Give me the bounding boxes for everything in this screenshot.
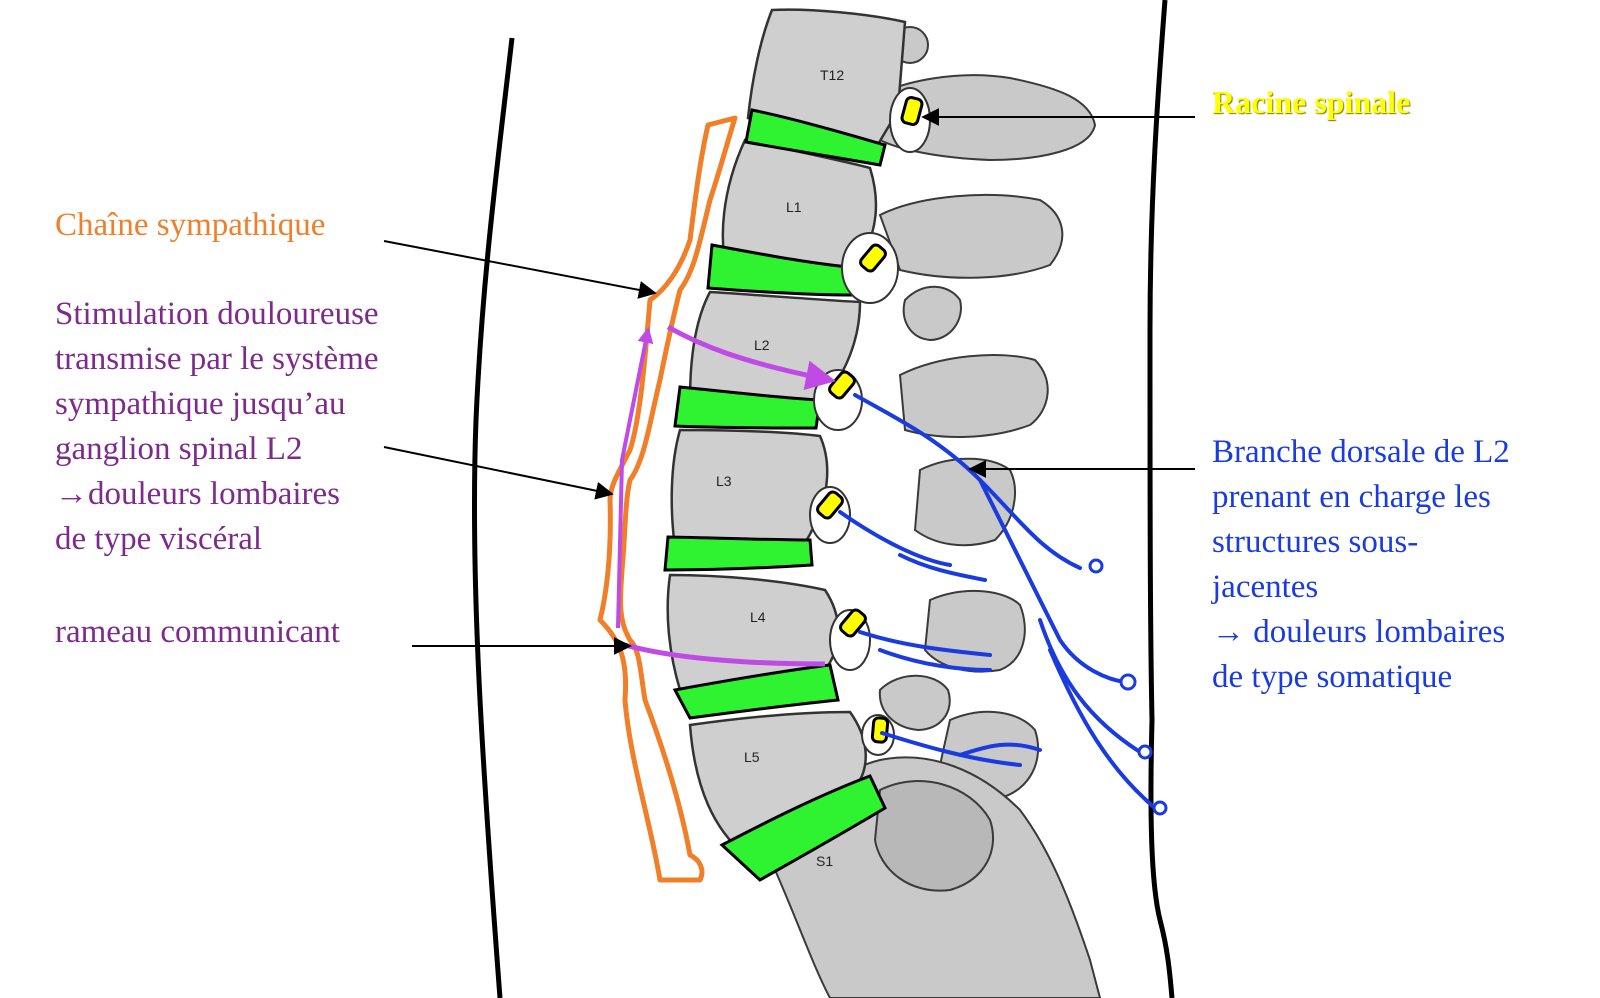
disc-l3-l4	[663, 535, 814, 572]
leader-sympathetic	[383, 240, 657, 299]
label-visceral-pain: Stimulation douloureuse transmise par le…	[55, 296, 379, 557]
dorsal-branches	[838, 393, 1157, 810]
disc-l4-l5	[672, 663, 840, 720]
vertebra-labels: T12 L1 L2 L3 L4 L5 S1	[716, 67, 844, 869]
vertebra-label-l4: L4	[750, 609, 766, 625]
root-l3	[816, 490, 844, 520]
disc-l5-s1	[719, 774, 887, 882]
spinal-roots	[816, 95, 924, 744]
leader-lines	[383, 108, 1195, 655]
label-communicating-ramus: rameau communicant	[55, 614, 340, 650]
disc-l2-l3	[673, 385, 822, 430]
communicating-rami	[616, 324, 836, 667]
sympathetic-chain	[597, 115, 738, 883]
root-l1	[859, 243, 887, 273]
body-outline-front	[471, 37, 515, 998]
vertebra-label-s1: S1	[816, 853, 833, 869]
label-dorsal-branch: Branche dorsale de L2 prenant en charge …	[1212, 434, 1510, 695]
vertebra-label-l1: L1	[786, 199, 802, 215]
leader-visceral	[383, 446, 614, 500]
root-l5	[870, 716, 890, 744]
label-sympathetic-chain: Chaîne sympathique	[55, 207, 326, 243]
body-outline-back	[1147, 0, 1175, 998]
chain-ascending	[616, 326, 654, 629]
ramus-l2	[666, 324, 836, 390]
vertebra-body-l3	[670, 428, 829, 550]
intervertebral-discs	[663, 108, 887, 882]
vertebra-label-l3: L3	[716, 473, 732, 489]
vertebra-label-t12: T12	[820, 67, 844, 83]
disc-t12-l1	[744, 108, 887, 167]
nerve-endings	[1088, 558, 1168, 816]
ramus-l4	[624, 642, 826, 667]
vertebra-label-l5: L5	[744, 749, 760, 765]
root-l4	[839, 608, 867, 638]
vertebral-bodies	[666, 8, 907, 857]
label-spinal-root: Racine spinale	[1212, 84, 1411, 120]
vertebra-label-l2: L2	[754, 337, 770, 353]
root-t12	[900, 95, 924, 127]
